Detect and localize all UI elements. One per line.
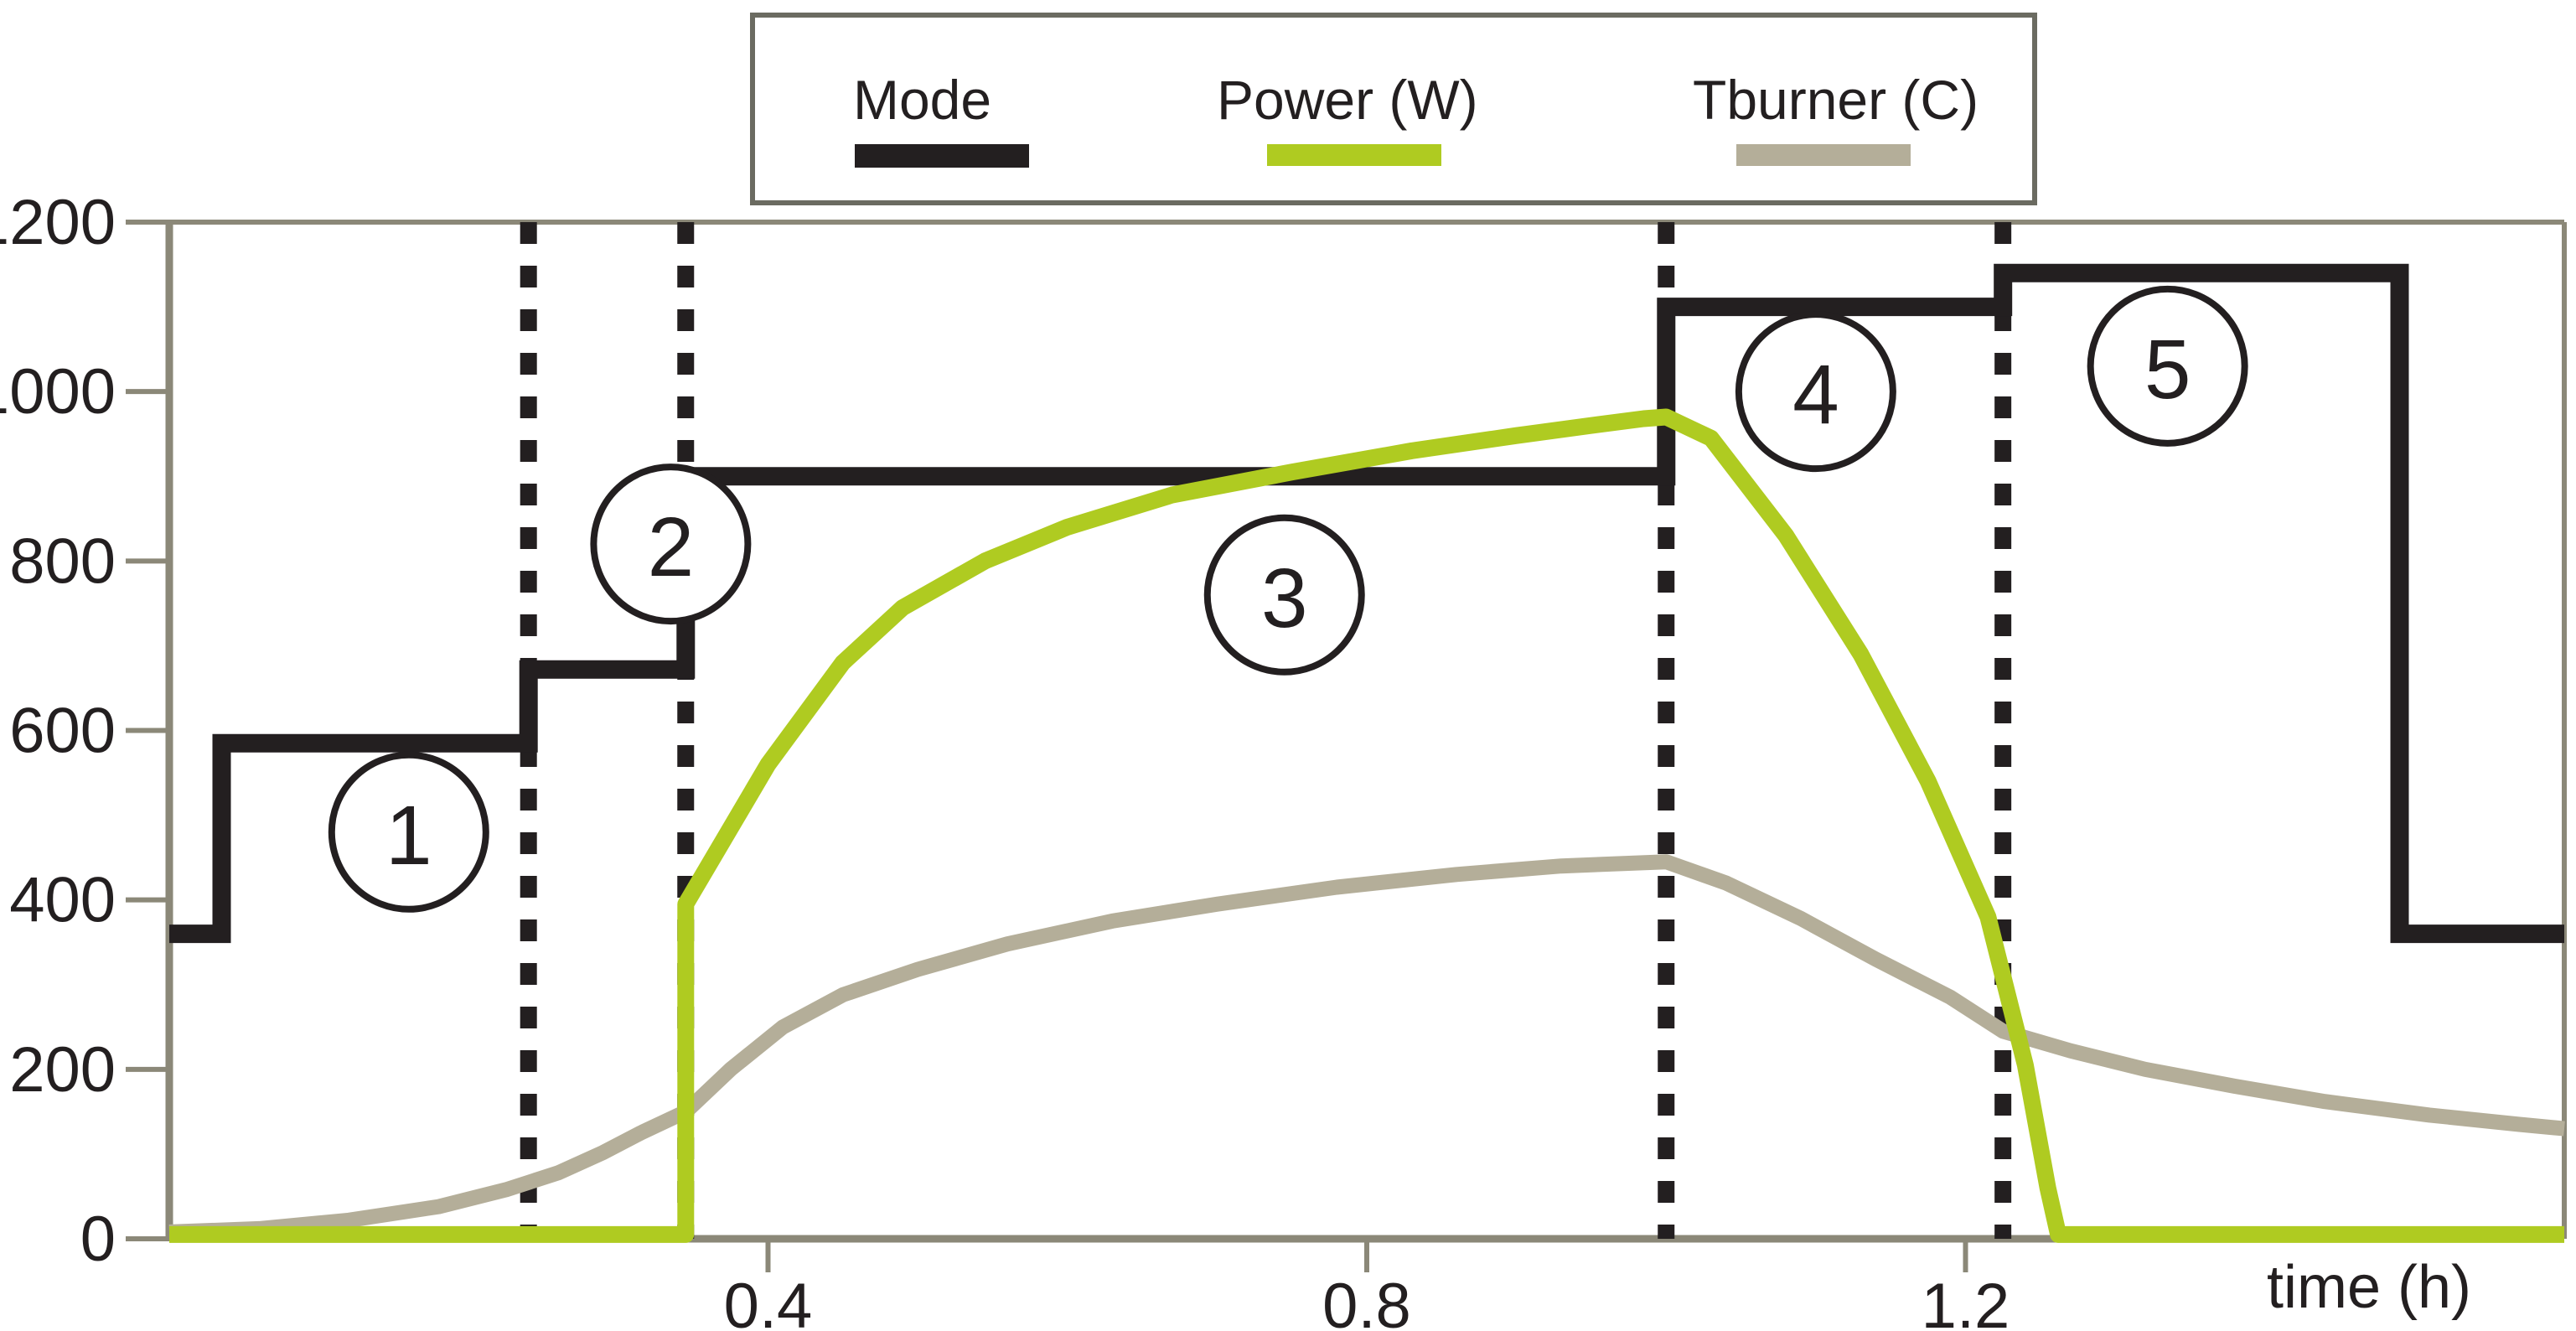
series-line-power (169, 408, 2564, 1243)
y-tick-label: 0 (80, 1204, 116, 1275)
x-tick-label: 0.8 (1322, 1271, 1411, 1331)
x-axis-tick-labels: 0.4 0.8 1.2 (724, 1271, 2010, 1331)
phase-marker-circle (1203, 514, 1365, 676)
legend-swatch-tburner-icon (1736, 144, 1911, 166)
phase-marker-circle (590, 464, 752, 625)
y-axis-tick-labels: 0 200 400 600 800 1000 1200 (0, 187, 116, 1275)
phase-marker: 2 (590, 464, 752, 625)
phase-marker-circle (1735, 311, 1896, 473)
x-tick-label: 1.2 (1922, 1271, 2010, 1331)
legend-label-tburner: Tburner (C) (1693, 69, 1979, 131)
phase-marker: 4 (1735, 311, 1896, 473)
phase-marker-label: 3 (1261, 552, 1308, 645)
legend-box (750, 13, 2037, 205)
phase-marker-circle (2087, 285, 2248, 447)
y-tick-label: 400 (9, 865, 116, 936)
x-axis-title: time (h) (2267, 1254, 2471, 1321)
legend-label-power: Power (W) (1217, 69, 1478, 131)
phase-marker: 1 (328, 751, 489, 913)
legend-label-mode: Mode (853, 69, 991, 131)
legend-swatch-mode-icon (855, 144, 1029, 168)
y-axis-ticks (126, 220, 169, 1241)
data-series-group (168, 263, 2565, 1243)
x-axis-ticks (765, 1239, 1968, 1272)
series-line-mode (169, 263, 2564, 944)
legend-item-mode: Mode (853, 69, 1029, 168)
legend-item-power: Power (W) (1217, 69, 1478, 166)
y-tick-label: 800 (9, 526, 116, 597)
legend-item-tburner: Tburner (C) (1693, 69, 1979, 166)
phase-marker-circle (328, 751, 489, 913)
phase-marker-group: 1 2 3 4 5 (328, 285, 2248, 913)
phase-marker-label: 4 (1792, 348, 1839, 442)
y-tick-label: 1200 (0, 187, 116, 258)
phase-marker: 3 (1203, 514, 1365, 676)
chart-legend: Mode Power (W) Tburner (C) (750, 13, 2037, 205)
legend-swatch-power-icon (1267, 144, 1441, 166)
phase-marker-label: 5 (2144, 323, 2191, 417)
series-line-tburner (168, 854, 2565, 1240)
phase-marker-label: 2 (648, 500, 695, 594)
y-tick-label: 600 (9, 696, 116, 767)
phase-marker-label: 1 (385, 789, 432, 883)
y-tick-label: 200 (9, 1034, 116, 1106)
phase-marker: 5 (2087, 285, 2248, 447)
y-tick-label: 1000 (0, 356, 116, 427)
x-tick-label: 0.4 (724, 1271, 813, 1331)
